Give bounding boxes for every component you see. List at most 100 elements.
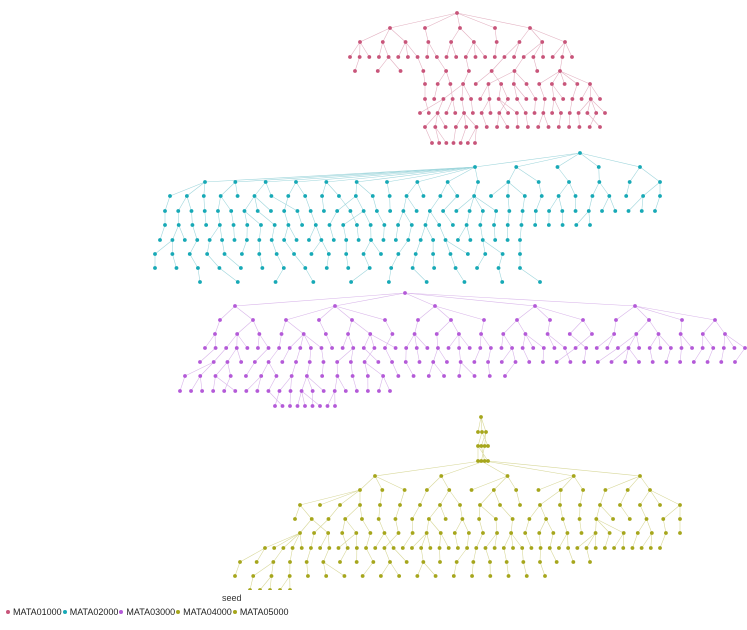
tree-edge	[350, 361, 353, 377]
tree-node	[378, 503, 382, 507]
tree-node	[505, 125, 510, 129]
tree-edge	[283, 210, 289, 226]
tree-edge	[490, 181, 509, 197]
tree-edge	[429, 210, 440, 226]
tree-edge	[419, 489, 428, 506]
tree-node	[434, 332, 439, 336]
tree-edge	[440, 181, 448, 197]
tree-edge	[599, 504, 614, 520]
tree-edge	[481, 98, 490, 114]
tree-edge	[462, 83, 472, 100]
tree-edge	[548, 195, 559, 212]
tree-edge	[484, 431, 487, 447]
tree-node	[451, 141, 456, 145]
tree-node	[319, 346, 324, 350]
tree-node	[409, 223, 414, 227]
tree-node	[360, 517, 364, 521]
tree-node	[182, 238, 187, 242]
tree-edge	[498, 98, 518, 114]
tree-edge	[294, 504, 301, 520]
tree-edge	[213, 347, 227, 363]
tree-edge	[350, 210, 358, 226]
tree-node	[368, 332, 373, 336]
tree-node	[380, 40, 385, 44]
tree-node	[511, 82, 516, 86]
tree-node	[618, 503, 622, 507]
tree-edge	[579, 489, 584, 506]
tree-node	[342, 574, 347, 578]
tree-node	[213, 332, 217, 336]
tree-edge	[257, 210, 275, 226]
tree-node	[294, 180, 298, 184]
tree-edge	[579, 152, 641, 168]
tree-node	[493, 26, 497, 30]
tree-node	[218, 318, 222, 322]
tree-edge	[480, 210, 484, 226]
tree-node	[567, 125, 572, 129]
tree-edge	[236, 347, 242, 363]
tree-edge	[426, 475, 442, 491]
tree-node	[607, 194, 612, 198]
tree-node	[326, 517, 331, 521]
tree-edge	[378, 518, 385, 534]
tree-edge	[537, 112, 544, 128]
tree-node	[581, 488, 585, 492]
tree-node	[484, 430, 488, 434]
tree-edge	[191, 210, 193, 226]
tree-node	[536, 488, 541, 492]
tree-node	[386, 55, 391, 59]
tree-node	[346, 266, 351, 270]
tree-node	[520, 546, 525, 550]
tree-node	[518, 503, 522, 507]
tree-node	[560, 209, 565, 213]
tree-edge	[374, 475, 405, 491]
tree-edge	[504, 361, 516, 377]
tree-node	[358, 488, 362, 492]
tree-edge	[474, 126, 477, 144]
tree-node	[196, 266, 200, 270]
tree-edge	[636, 319, 650, 335]
tree-node	[312, 531, 316, 535]
tree-edge	[488, 83, 490, 100]
tree-edge	[538, 475, 574, 491]
tree-edge	[463, 112, 477, 128]
tree-edge	[206, 239, 210, 255]
tree-node	[438, 503, 442, 507]
tree-edge	[663, 504, 681, 520]
tree-node	[376, 517, 381, 521]
tree-edge	[219, 224, 223, 241]
tree-edge	[547, 333, 566, 349]
tree-node	[648, 546, 653, 550]
tree-node	[350, 318, 354, 322]
tree-edge	[511, 347, 516, 363]
tree-node	[426, 40, 431, 44]
tree-node	[379, 252, 383, 256]
tree-edge	[406, 181, 418, 197]
tree-edge	[487, 460, 641, 477]
tree-edge	[310, 532, 315, 549]
tree-edge	[480, 416, 487, 433]
tree-node	[605, 346, 610, 350]
tree-node	[593, 531, 598, 535]
tree-edge	[204, 333, 216, 349]
tree-edge	[292, 532, 301, 549]
tree-node	[281, 266, 286, 270]
tree-edge	[476, 253, 486, 269]
tree-node	[398, 503, 402, 507]
tree-node	[512, 69, 517, 73]
tree-node	[476, 444, 480, 448]
tree-node	[518, 238, 522, 242]
tree-node	[280, 360, 285, 364]
tree-edge	[341, 518, 346, 534]
tree-edge	[426, 532, 431, 549]
tree-edge	[649, 347, 653, 363]
tree-node	[590, 332, 594, 336]
tree-edge	[404, 292, 636, 307]
tree-node	[396, 55, 401, 59]
tree-edge	[199, 375, 203, 392]
tree-node	[533, 304, 537, 308]
tree-node	[361, 346, 366, 350]
tree-node	[668, 346, 673, 350]
tree-edge	[473, 195, 484, 212]
tree-edge	[639, 166, 661, 183]
